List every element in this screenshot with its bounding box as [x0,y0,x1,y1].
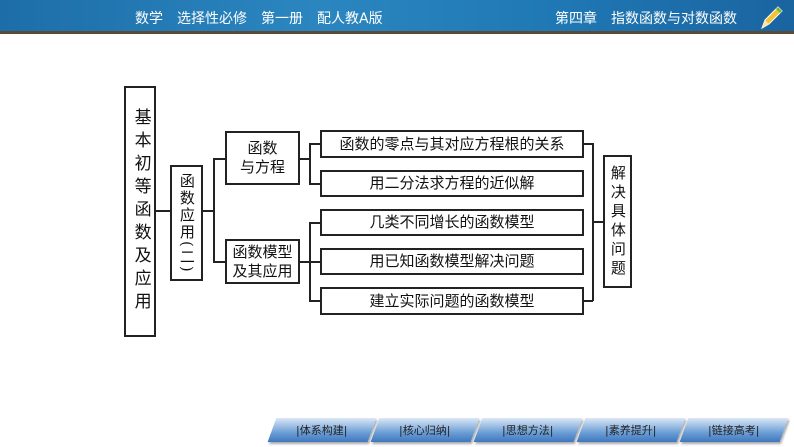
nav-tab-core[interactable]: |核心归纳| [370,418,480,442]
goal-label: 解决具体问题 [608,164,627,279]
leaf-node: 用二分法求方程的近似解 [320,170,584,197]
pencil-icon [761,6,783,30]
leaf-label: 函数的零点与其对应方程根的关系 [339,134,565,153]
connector [309,261,320,263]
connector [584,143,593,145]
leaf-node: 用已知函数模型解决问题 [320,248,584,275]
goal-node: 解决具体问题 [603,155,632,288]
connector [203,210,214,212]
root-node: 基本初等函数及应用 [124,86,156,337]
connector [309,300,320,302]
level1-label: 函数应用(二) [177,172,196,274]
nav-tab-methods[interactable]: |思想方法| [473,418,583,442]
level2-label: 函数与方程 [240,139,286,176]
connector [309,143,320,145]
nav-label: |核心归纳| [399,424,451,437]
leaf-node: 函数的零点与其对应方程根的关系 [320,130,584,158]
level2-node-equation: 函数与方程 [225,131,300,185]
nav-label: |体系构建| [296,424,348,437]
connector [309,183,320,185]
nav-label: |链接高考| [708,424,760,437]
nav-tab-literacy[interactable]: |素养提升| [576,418,686,442]
connector [213,158,215,262]
leaf-label: 用二分法求方程的近似解 [369,174,535,193]
book-title: 数学 选择性必修 第一册 配人教A版 [135,11,383,27]
level1-node: 函数应用(二) [170,165,203,281]
connector [592,221,603,223]
connector [213,158,225,160]
root-label: 基本初等函数及应用 [130,108,151,315]
nav-tab-exam[interactable]: |链接高考| [679,418,789,442]
connector [156,210,170,212]
leaf-label: 几类不同增长的函数模型 [369,213,535,232]
nav-label: |思想方法| [502,424,554,437]
connector [300,158,310,160]
connector [584,300,593,302]
connector [300,261,310,263]
connector [309,222,320,224]
leaf-node: 建立实际问题的函数模型 [320,287,584,315]
label-line: 函数模型 [232,242,293,261]
nav-label: |素养提升| [605,424,657,437]
header-bar: 数学 选择性必修 第一册 配人教A版 第四章 指数函数与对数函数 [0,0,794,34]
label-line: 及其应用 [232,261,293,280]
nav-tab-system[interactable]: |体系构建| [267,418,377,442]
leaf-node: 几类不同增长的函数模型 [320,209,584,236]
level2-node-model: 函数模型及其应用 [225,239,300,284]
chapter-title: 第四章 指数函数与对数函数 [555,11,737,27]
leaf-label: 建立实际问题的函数模型 [369,291,535,310]
connector [309,143,311,183]
leaf-label: 用已知函数模型解决问题 [369,252,535,271]
connector [213,261,225,263]
